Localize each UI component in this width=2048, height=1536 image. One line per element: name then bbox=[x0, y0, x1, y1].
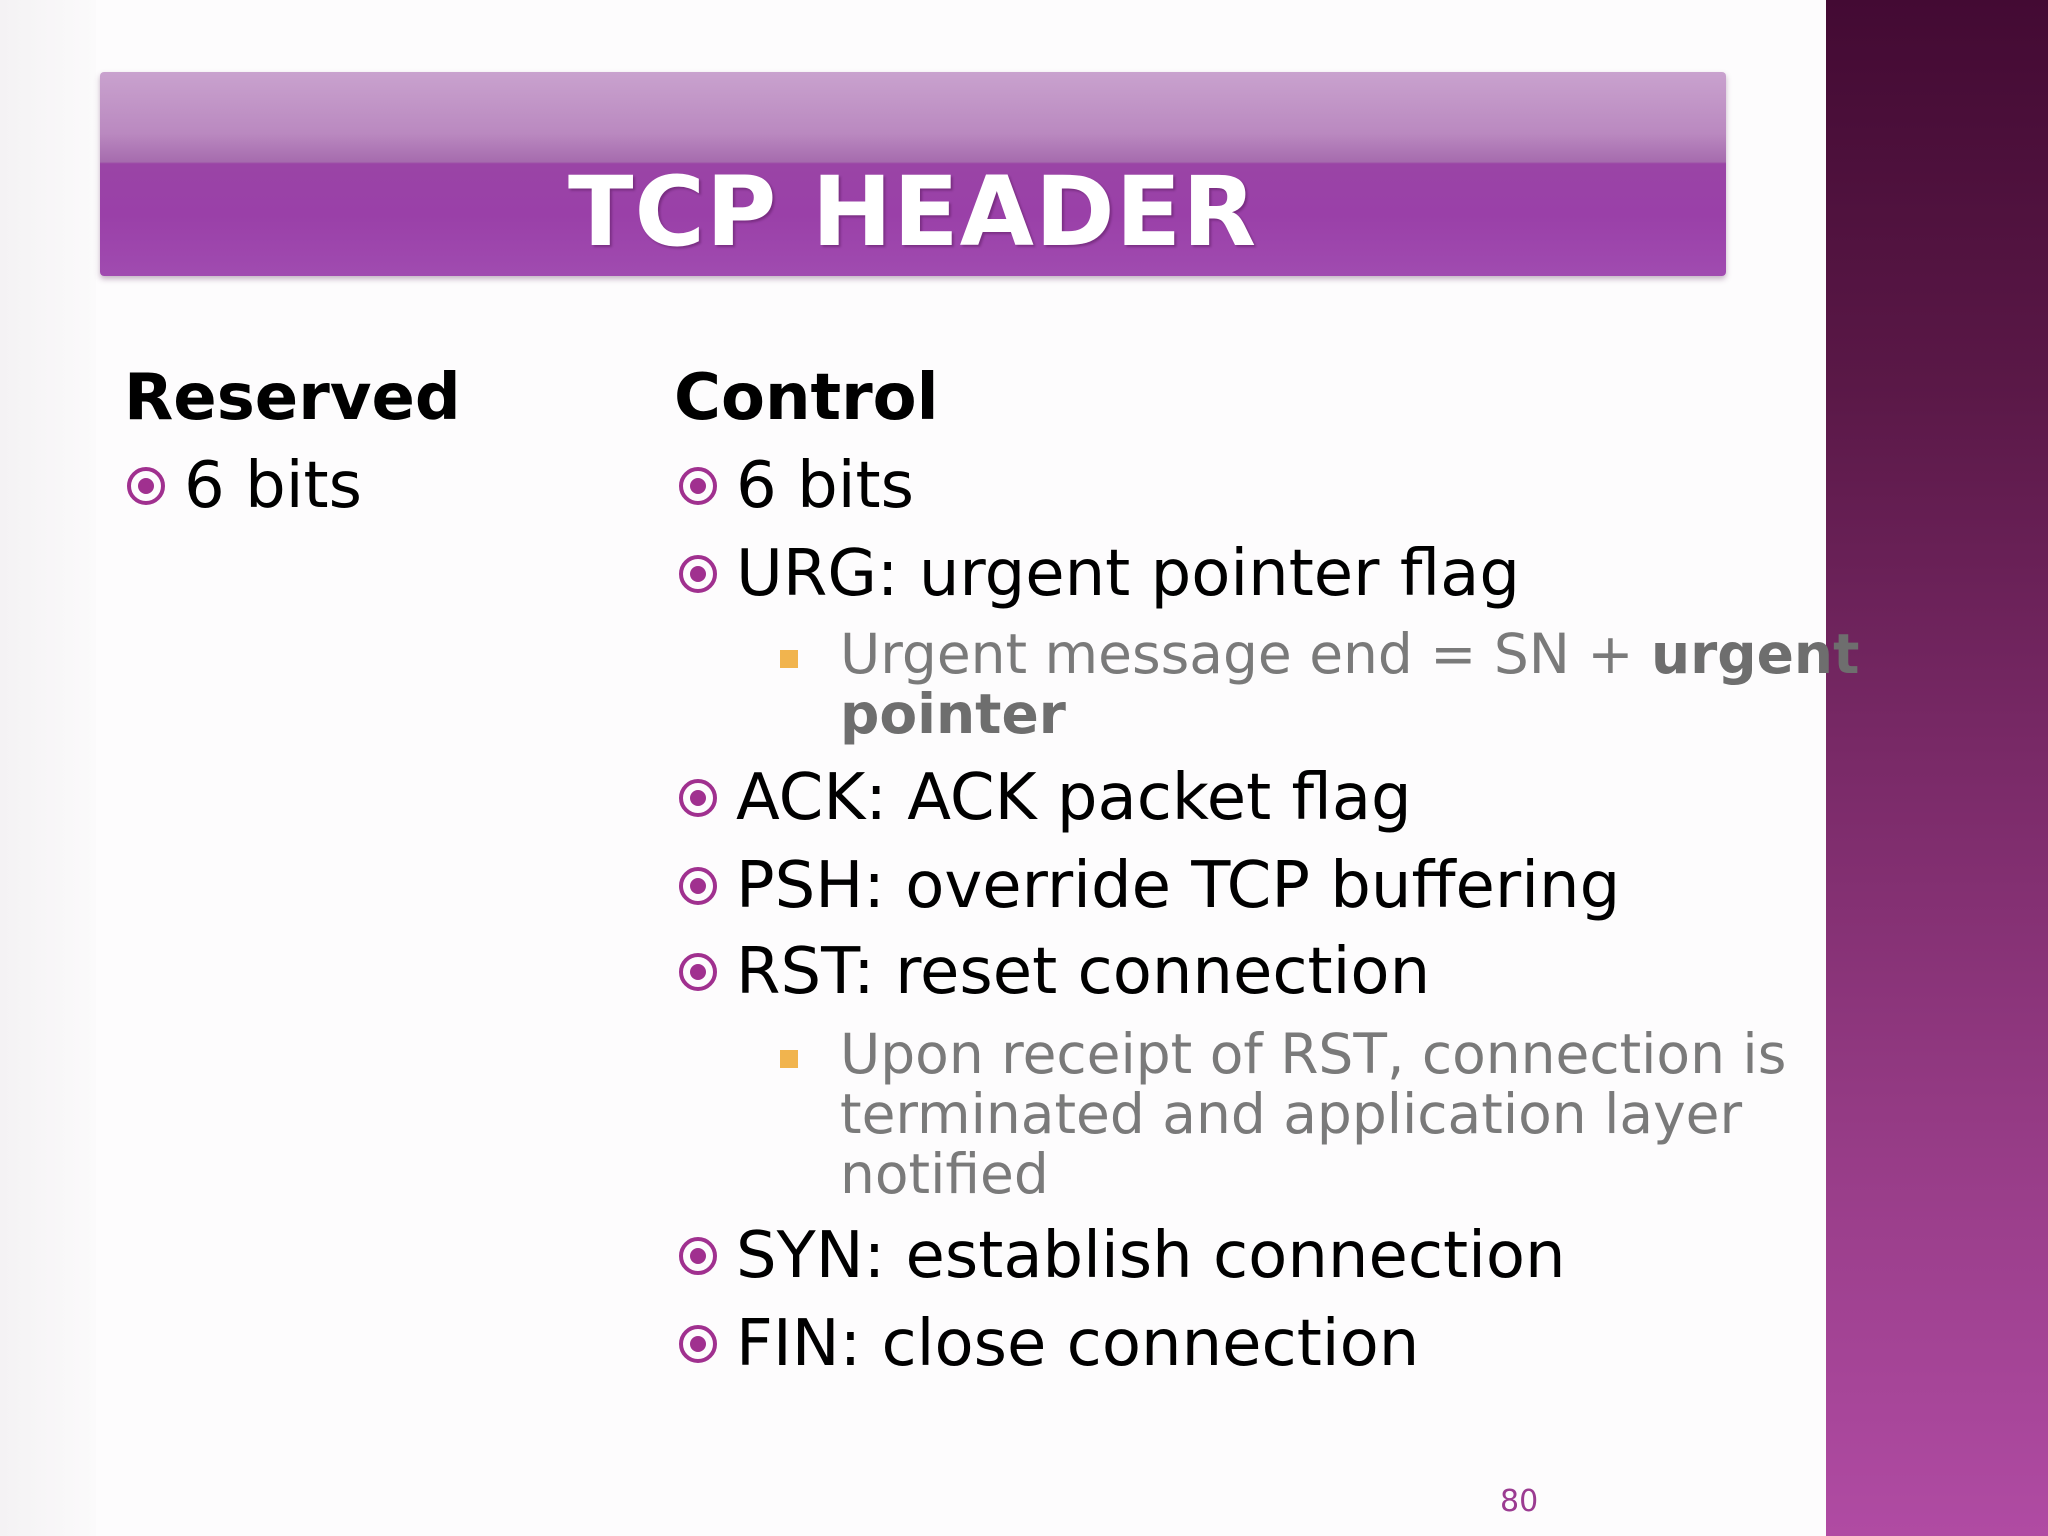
square-bullet-icon bbox=[780, 1050, 798, 1068]
urg-note-bold-line2: pointer bbox=[840, 682, 1066, 746]
list-item-urg: URG: urgent pointer flag bbox=[678, 534, 1520, 614]
urg-note-text: Urgent message end = SN + bbox=[840, 622, 1651, 686]
target-bullet-icon bbox=[679, 779, 717, 817]
urg-note: Urgent message end = SN + urgent pointer bbox=[840, 624, 1859, 744]
list-item-fin: FIN: close connection bbox=[678, 1304, 1419, 1384]
bullet-text: SYN: establish connection bbox=[736, 1219, 1566, 1293]
rst-note: Upon receipt of RST, connection is termi… bbox=[840, 1024, 1786, 1204]
square-bullet-icon bbox=[780, 650, 798, 668]
target-bullet-icon bbox=[679, 953, 717, 991]
bullet-text: RST: reset connection bbox=[736, 935, 1431, 1009]
bullet-text: ACK: ACK packet flag bbox=[736, 761, 1412, 835]
list-item-syn: SYN: establish connection bbox=[678, 1216, 1566, 1296]
bullet-text: FIN: close connection bbox=[736, 1307, 1420, 1381]
urg-note-bold: urgent bbox=[1650, 622, 1860, 686]
title-bar bbox=[100, 72, 1726, 276]
list-item-ack: ACK: ACK packet flag bbox=[678, 758, 1412, 838]
rst-note-line1: Upon receipt of RST, connection is bbox=[840, 1022, 1787, 1086]
target-bullet-icon bbox=[127, 467, 165, 505]
page-number: 80 bbox=[1500, 1484, 1539, 1519]
bullet-text: 6 bits bbox=[184, 449, 362, 523]
slide-title: TCP HEADER bbox=[568, 156, 1258, 268]
bullet-text: URG: urgent pointer flag bbox=[736, 537, 1520, 611]
target-bullet-icon bbox=[679, 555, 717, 593]
list-item: 6 bits bbox=[678, 446, 914, 526]
rst-note-line2: terminated and application layer bbox=[840, 1082, 1743, 1146]
target-bullet-icon bbox=[679, 867, 717, 905]
target-bullet-icon bbox=[679, 1237, 717, 1275]
list-item-psh: PSH: override TCP buffering bbox=[678, 846, 1620, 926]
left-shading bbox=[0, 0, 96, 1536]
list-item-rst: RST: reset connection bbox=[678, 932, 1430, 1012]
list-item: 6 bits bbox=[126, 446, 362, 526]
rst-note-line3: notified bbox=[840, 1142, 1049, 1206]
target-bullet-icon bbox=[679, 467, 717, 505]
right-decorative-band bbox=[1826, 0, 2048, 1536]
control-heading: Control bbox=[674, 361, 939, 435]
reserved-heading: Reserved bbox=[124, 361, 461, 435]
bullet-text: PSH: override TCP buffering bbox=[736, 849, 1621, 923]
bullet-text: 6 bits bbox=[736, 449, 914, 523]
target-bullet-icon bbox=[679, 1325, 717, 1363]
